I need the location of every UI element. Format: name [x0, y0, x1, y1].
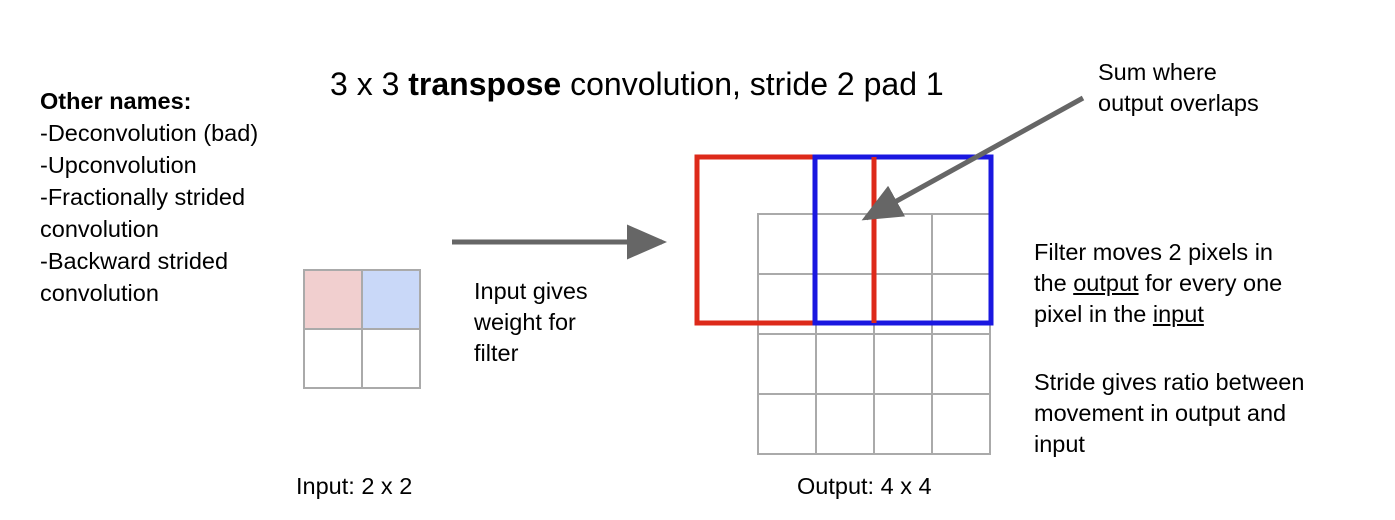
red-filter-window [694, 154, 877, 326]
input-grid [303, 269, 421, 389]
sum-note-line: output overlaps [1098, 90, 1259, 116]
input-caption: Input: 2 x 2 [296, 473, 413, 499]
filter-note-text: for every one [1138, 270, 1283, 296]
input-weight-note: Input gives weight for filter [474, 276, 588, 369]
sum-overlap-note: Sum where output overlaps [1098, 57, 1259, 119]
input-cell [361, 328, 421, 389]
diagram-title: 3 x 3 transpose convolution, stride 2 pa… [330, 66, 944, 103]
stride-note-line: input [1034, 431, 1085, 457]
stride-note-line: Stride gives ratio between [1034, 369, 1305, 395]
output-cell [931, 333, 991, 395]
sum-note-line: Sum where [1098, 59, 1217, 85]
filter-moves-note: Filter moves 2 pixels in the output for … [1034, 237, 1282, 330]
filter-note-line: the output for every one [1034, 268, 1282, 299]
title-bold-word: transpose [408, 66, 562, 102]
other-name-item: -Upconvolution [40, 152, 197, 178]
stride-note-line: movement in output and [1034, 400, 1287, 426]
other-names-list: Other names: -Deconvolution (bad) -Upcon… [40, 85, 258, 309]
stride-ratio-note: Stride gives ratio between movement in o… [1034, 367, 1304, 460]
output-cell [931, 213, 991, 275]
output-cell [873, 393, 933, 455]
output-cell [815, 333, 875, 395]
output-cell [815, 393, 875, 455]
filter-note-text: pixel in the [1034, 301, 1153, 327]
output-cell [873, 333, 933, 395]
output-cell [931, 393, 991, 455]
other-names-header: Other names: [40, 88, 192, 114]
title-suffix: convolution, stride 2 pad 1 [561, 66, 944, 102]
other-name-item: convolution [40, 216, 159, 242]
output-cell [757, 333, 817, 395]
input-note-line: weight for [474, 309, 576, 335]
input-cell-red [303, 269, 363, 330]
blue-filter-window [812, 154, 994, 326]
output-cell [873, 213, 933, 275]
input-cell [303, 328, 363, 389]
other-name-item: -Fractionally strided [40, 184, 246, 210]
sum-overlap-arrow [861, 95, 1085, 221]
other-name-item: -Deconvolution (bad) [40, 120, 259, 146]
filter-note-underlined: input [1152, 301, 1204, 327]
output-cell [757, 393, 817, 455]
filter-note-text: the [1034, 270, 1074, 296]
other-name-item: convolution [40, 280, 159, 306]
input-note-line: Input gives [474, 278, 588, 304]
input-cell-blue [361, 269, 421, 330]
filter-note-line: pixel in the input [1034, 299, 1282, 330]
title-prefix: 3 x 3 [330, 66, 409, 102]
output-cell [757, 213, 817, 275]
input-note-line: filter [474, 340, 519, 366]
output-cell [815, 213, 875, 275]
other-name-item: -Backward strided [40, 248, 229, 274]
filter-note-line: Filter moves 2 pixels in [1034, 239, 1273, 265]
filter-note-underlined: output [1073, 270, 1139, 296]
output-caption: Output: 4 x 4 [797, 473, 932, 499]
